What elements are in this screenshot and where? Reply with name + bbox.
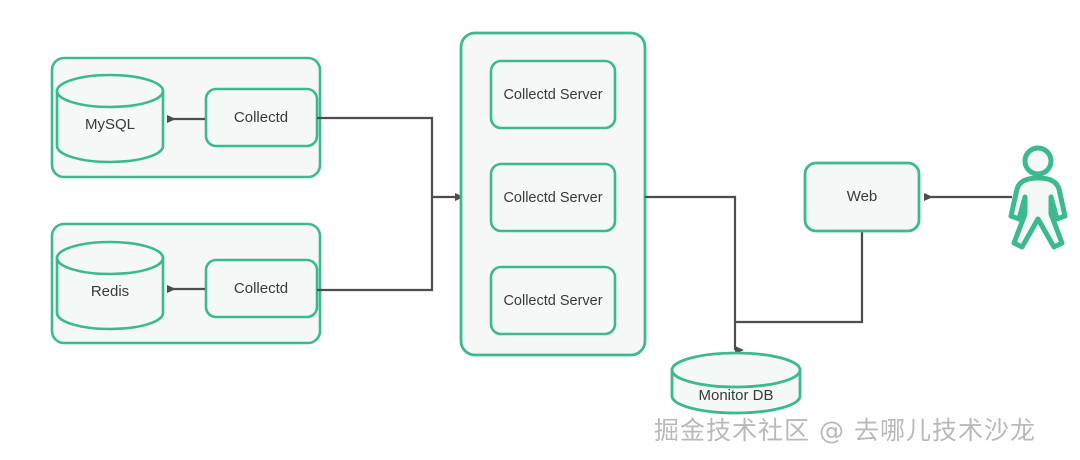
watermark-label: 掘金技术社区 @ 去哪儿技术沙龙	[654, 416, 1036, 445]
collectd-server-box-3	[489, 265, 617, 336]
user-head-icon	[1022, 145, 1054, 177]
web-node[interactable]: Web	[803, 161, 921, 233]
redis-collectd-node[interactable]: Collectd	[204, 258, 319, 319]
collectd-server-node-2[interactable]: Collectd Server	[489, 162, 617, 233]
collectd-server-panel[interactable]: Collectd Server Collectd Server Collectd…	[459, 31, 647, 357]
redis-cylinder-top	[55, 240, 165, 276]
web-box	[803, 161, 921, 233]
mysql-group[interactable]: MySQL Collectd	[50, 56, 322, 179]
collectd-server-box-1	[489, 59, 617, 130]
collectd-merge-bus	[317, 116, 434, 292]
collectd-server-node-3[interactable]: Collectd Server	[489, 265, 617, 336]
redis-database-node[interactable]: Redis	[55, 240, 165, 331]
connector-panel-to-monitordb	[645, 195, 744, 354]
redis-collectd-box	[204, 258, 319, 319]
user-body-icon	[1008, 175, 1068, 250]
redis-cylinder-body	[55, 256, 165, 331]
monitor-db-cylinder-top	[670, 351, 802, 389]
connector-web-to-monitordb	[736, 231, 864, 324]
mysql-database-node[interactable]: MySQL	[55, 73, 165, 164]
mysql-collectd-box	[204, 87, 319, 148]
mysql-cylinder-top	[55, 73, 165, 109]
collectd-server-node-1[interactable]: Collectd Server	[489, 59, 617, 130]
redis-group[interactable]: Redis Collectd	[50, 222, 322, 345]
collectd-server-box-2	[489, 162, 617, 233]
monitor-db-node[interactable]: Monitor DB	[670, 351, 802, 415]
mysql-collectd-node[interactable]: Collectd	[204, 87, 319, 148]
mysql-cylinder-body	[55, 89, 165, 164]
connector-collectd-to-server-panel	[317, 116, 464, 292]
user-figure-icon	[1008, 145, 1068, 250]
